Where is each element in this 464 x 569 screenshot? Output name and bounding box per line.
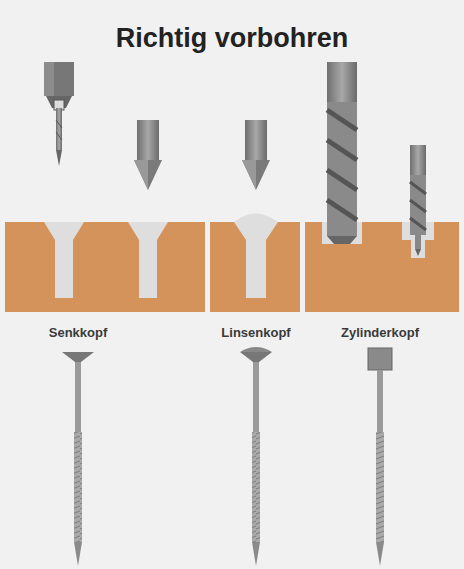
diagram-title: Richtig vorbohren (116, 23, 349, 54)
head-type-label: Linsenkopf (221, 325, 290, 340)
spiral-drill (410, 145, 426, 256)
cylinder-head-screw (368, 348, 392, 566)
head-type-label: Zylinderkopf (341, 325, 419, 340)
countersink-bit (242, 120, 270, 190)
spiral-drill (327, 62, 357, 244)
countersunk-screw (62, 352, 94, 566)
countersink-step-drill (44, 62, 74, 166)
countersunk-hole (128, 222, 168, 298)
head-type-label: Senkkopf (49, 325, 108, 340)
countersunk-hole (44, 222, 84, 298)
lens-head-screw (240, 347, 272, 566)
countersink-bit (134, 120, 162, 190)
lens-head-hole (234, 214, 278, 299)
wood-panel (5, 222, 205, 312)
